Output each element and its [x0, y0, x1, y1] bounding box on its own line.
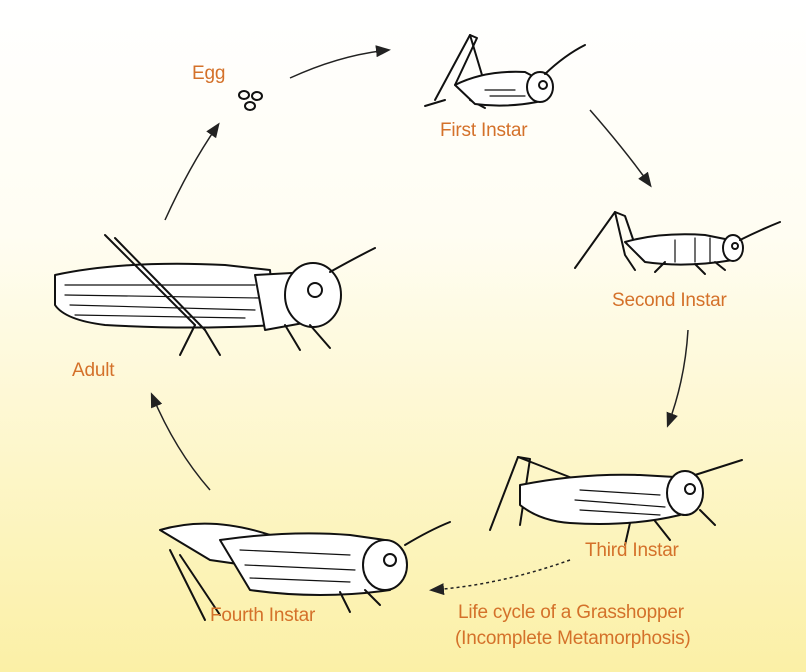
- first-instar-illustration: [425, 35, 585, 108]
- caption-title: Life cycle of a Grasshopper: [458, 602, 684, 624]
- second-instar-illustration: [575, 212, 780, 274]
- arrow-egg-to-first: [290, 50, 388, 78]
- caption-subtitle: (Incomplete Metamorphosis): [455, 628, 691, 650]
- arrow-second-to-third: [668, 330, 688, 425]
- arrow-first-to-second: [590, 110, 650, 185]
- label-third-instar: Third Instar: [585, 540, 679, 562]
- arrow-third-to-fourth: [432, 560, 570, 590]
- label-egg: Egg: [192, 63, 225, 85]
- label-fourth-instar: Fourth Instar: [210, 605, 315, 627]
- arrow-adult-to-egg: [165, 125, 218, 220]
- third-instar-illustration: [490, 457, 742, 545]
- adult-illustration: [55, 235, 375, 355]
- eggs-illustration: [239, 91, 262, 110]
- label-second-instar: Second Instar: [612, 290, 727, 312]
- label-first-instar: First Instar: [440, 120, 527, 142]
- arrow-fourth-to-adult: [152, 395, 210, 490]
- label-adult: Adult: [72, 360, 114, 382]
